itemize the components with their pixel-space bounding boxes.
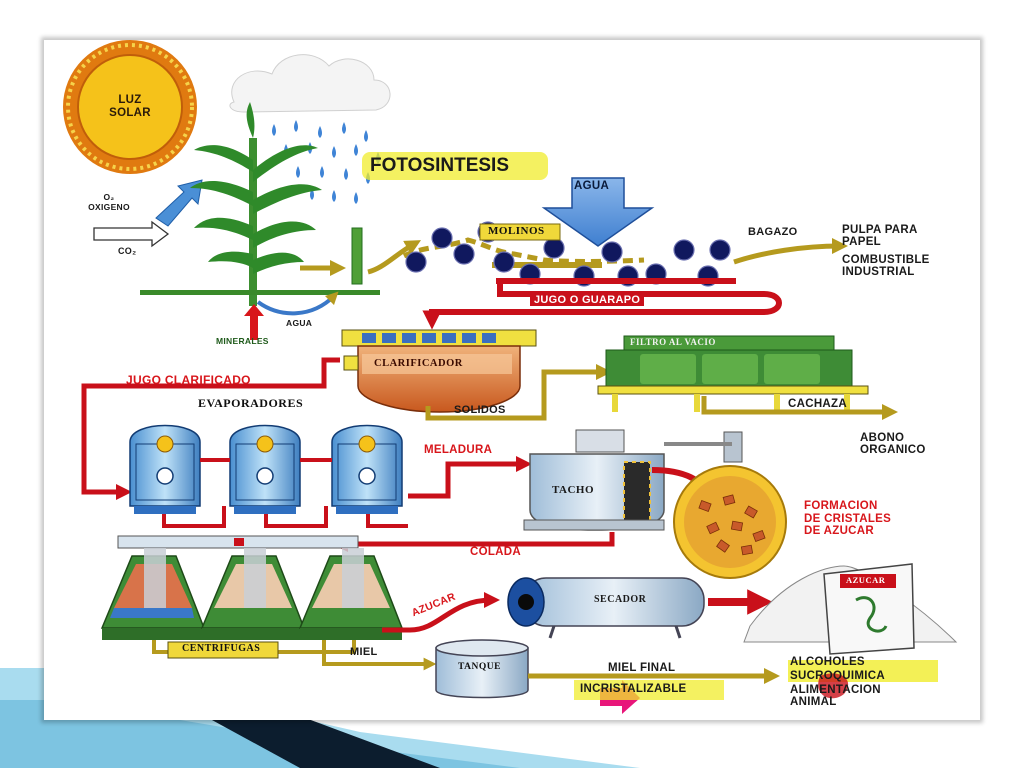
roots-agua-label: AGUA xyxy=(286,318,313,328)
incristalizable-label: INCRISTALIZABLE xyxy=(580,683,687,695)
secador-label: SECADOR xyxy=(594,594,647,605)
pulpa-papel-label: PULPA PARA PAPEL xyxy=(842,224,918,248)
clarified-juice-flow xyxy=(81,357,340,501)
sugar-bag-icon xyxy=(743,563,958,655)
solids-flow xyxy=(425,363,613,421)
rain-cloud-icon xyxy=(229,54,391,204)
filtro-vacio-label: FILTRO AL VACIO xyxy=(630,337,716,347)
colada-flow xyxy=(331,532,615,553)
agua-label: AGUA xyxy=(574,180,610,192)
ground-line xyxy=(140,290,380,295)
fotosintesis-label: FOTOSINTESIS xyxy=(370,155,510,176)
alimentacion-animal-label: ALIMENTACION ANIMAL xyxy=(790,684,881,708)
meladura-label: MELADURA xyxy=(424,444,493,456)
minerales-label: MINERALES xyxy=(216,336,269,346)
minerals-arrow-icon xyxy=(244,304,264,340)
miel-label: MIEL xyxy=(350,646,378,658)
cristales-label: FORMACION DE CRISTALES DE AZUCAR xyxy=(804,500,892,537)
cane-stalk-piece xyxy=(351,227,363,285)
colada-label: COLADA xyxy=(470,546,521,558)
deco-dark-wedge xyxy=(190,708,440,768)
jugo-clarificado-label: JUGO CLARIFICADO xyxy=(126,373,251,387)
stalk-to-mill-arrow xyxy=(367,240,421,275)
abono-organico-label: ABONO ORGANICO xyxy=(860,432,926,456)
clarificador-label: CLARIFICADOR xyxy=(374,358,463,369)
centrifugas-label-box xyxy=(167,641,279,659)
solidos-label: SOLIDOS xyxy=(454,404,506,416)
bagazo-label: BAGAZO xyxy=(748,226,798,238)
cachaza-label: CACHAZA xyxy=(788,398,847,410)
bag-azucar-label: AZUCAR xyxy=(846,575,886,585)
tank-icon xyxy=(435,639,529,699)
luz-solar-label: LUZ SOLAR xyxy=(109,94,151,119)
azucar-flow xyxy=(382,592,500,633)
combustible-label: COMBUSTIBLE INDUSTRIAL xyxy=(842,254,930,278)
water-down-arrow-icon xyxy=(541,177,655,247)
sun-icon xyxy=(63,40,197,174)
sugar-crystals-icon xyxy=(673,465,787,579)
miel-final-label: MIEL FINAL xyxy=(608,662,676,674)
clarifier-icon xyxy=(341,329,537,413)
mill-rollers-icon xyxy=(402,221,736,287)
evaporators-icon xyxy=(129,424,408,528)
molinos-label: MOLINOS xyxy=(488,225,545,237)
root-water-arrow xyxy=(256,291,339,316)
centrifugas-label: CENTRIFUGAS xyxy=(182,643,261,654)
bagazo-arrow xyxy=(733,238,849,265)
oxygen-arrow-icon xyxy=(155,179,203,227)
diagram-panel: LUZ SOLAR FOTOSINTESIS O₂ OXIGENO CO₂ AG… xyxy=(44,40,980,720)
uses-red-blob xyxy=(818,673,849,699)
jugo-guarapo-label: JUGO O GUARAPO xyxy=(530,294,645,306)
sucroquimica-label: SUCROQUIMICA xyxy=(790,670,885,682)
oxygen-label: O₂ OXIGENO xyxy=(88,192,130,212)
dryer-icon xyxy=(507,577,705,639)
molinos-label-box xyxy=(479,223,561,241)
cachaza-flow xyxy=(701,396,899,421)
vacuum-filter-icon xyxy=(597,335,869,412)
meladura-flow xyxy=(408,455,533,499)
co2-arrow-icon xyxy=(93,220,170,248)
juice-flow-line xyxy=(422,284,782,330)
fotosintesis-highlight xyxy=(362,152,548,180)
incristalizable-highlight xyxy=(574,680,724,700)
alcoholes-label: ALCOHOLES xyxy=(790,656,865,668)
sugarcane-icon xyxy=(190,102,322,306)
vacuum-pan-icon xyxy=(523,429,743,531)
miel-flow xyxy=(322,640,437,671)
co2-label: CO₂ xyxy=(118,246,137,256)
evaporadores-label: EVAPORADORES xyxy=(198,396,304,410)
sugar-process-diagram xyxy=(63,40,958,714)
tacho-label: TACHO xyxy=(552,484,595,496)
tanque-label: TANQUE xyxy=(458,662,501,672)
centrifuges-icon xyxy=(100,535,404,654)
